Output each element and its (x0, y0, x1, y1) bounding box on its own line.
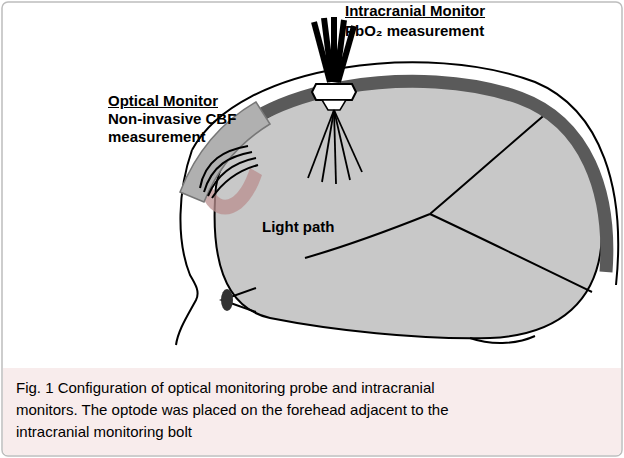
eye-iris (221, 289, 233, 311)
measurement-label: PbO₂ measurement (345, 22, 484, 40)
skull (212, 81, 607, 272)
monitor-title: Optical Monitor (108, 92, 218, 110)
caption-panel (3, 368, 621, 455)
part-label: Light path (262, 218, 334, 236)
bolt-tip (322, 100, 346, 110)
brain-sulcus (430, 214, 592, 292)
measurement-label: Non-invasive CBF measurement (108, 110, 240, 146)
brain-sulcus (430, 112, 548, 214)
scalp-outline (192, 62, 618, 285)
eye (222, 288, 256, 312)
figure-caption: Fig. 1 Configuration of optical monitori… (16, 377, 461, 443)
brain (215, 80, 603, 338)
monitor-title: Intracranial Monitor (345, 2, 485, 20)
optical-fibers (200, 146, 258, 198)
brainstem (470, 336, 535, 343)
monitoring-bolt (312, 84, 356, 100)
intracranial-probes (308, 110, 362, 184)
